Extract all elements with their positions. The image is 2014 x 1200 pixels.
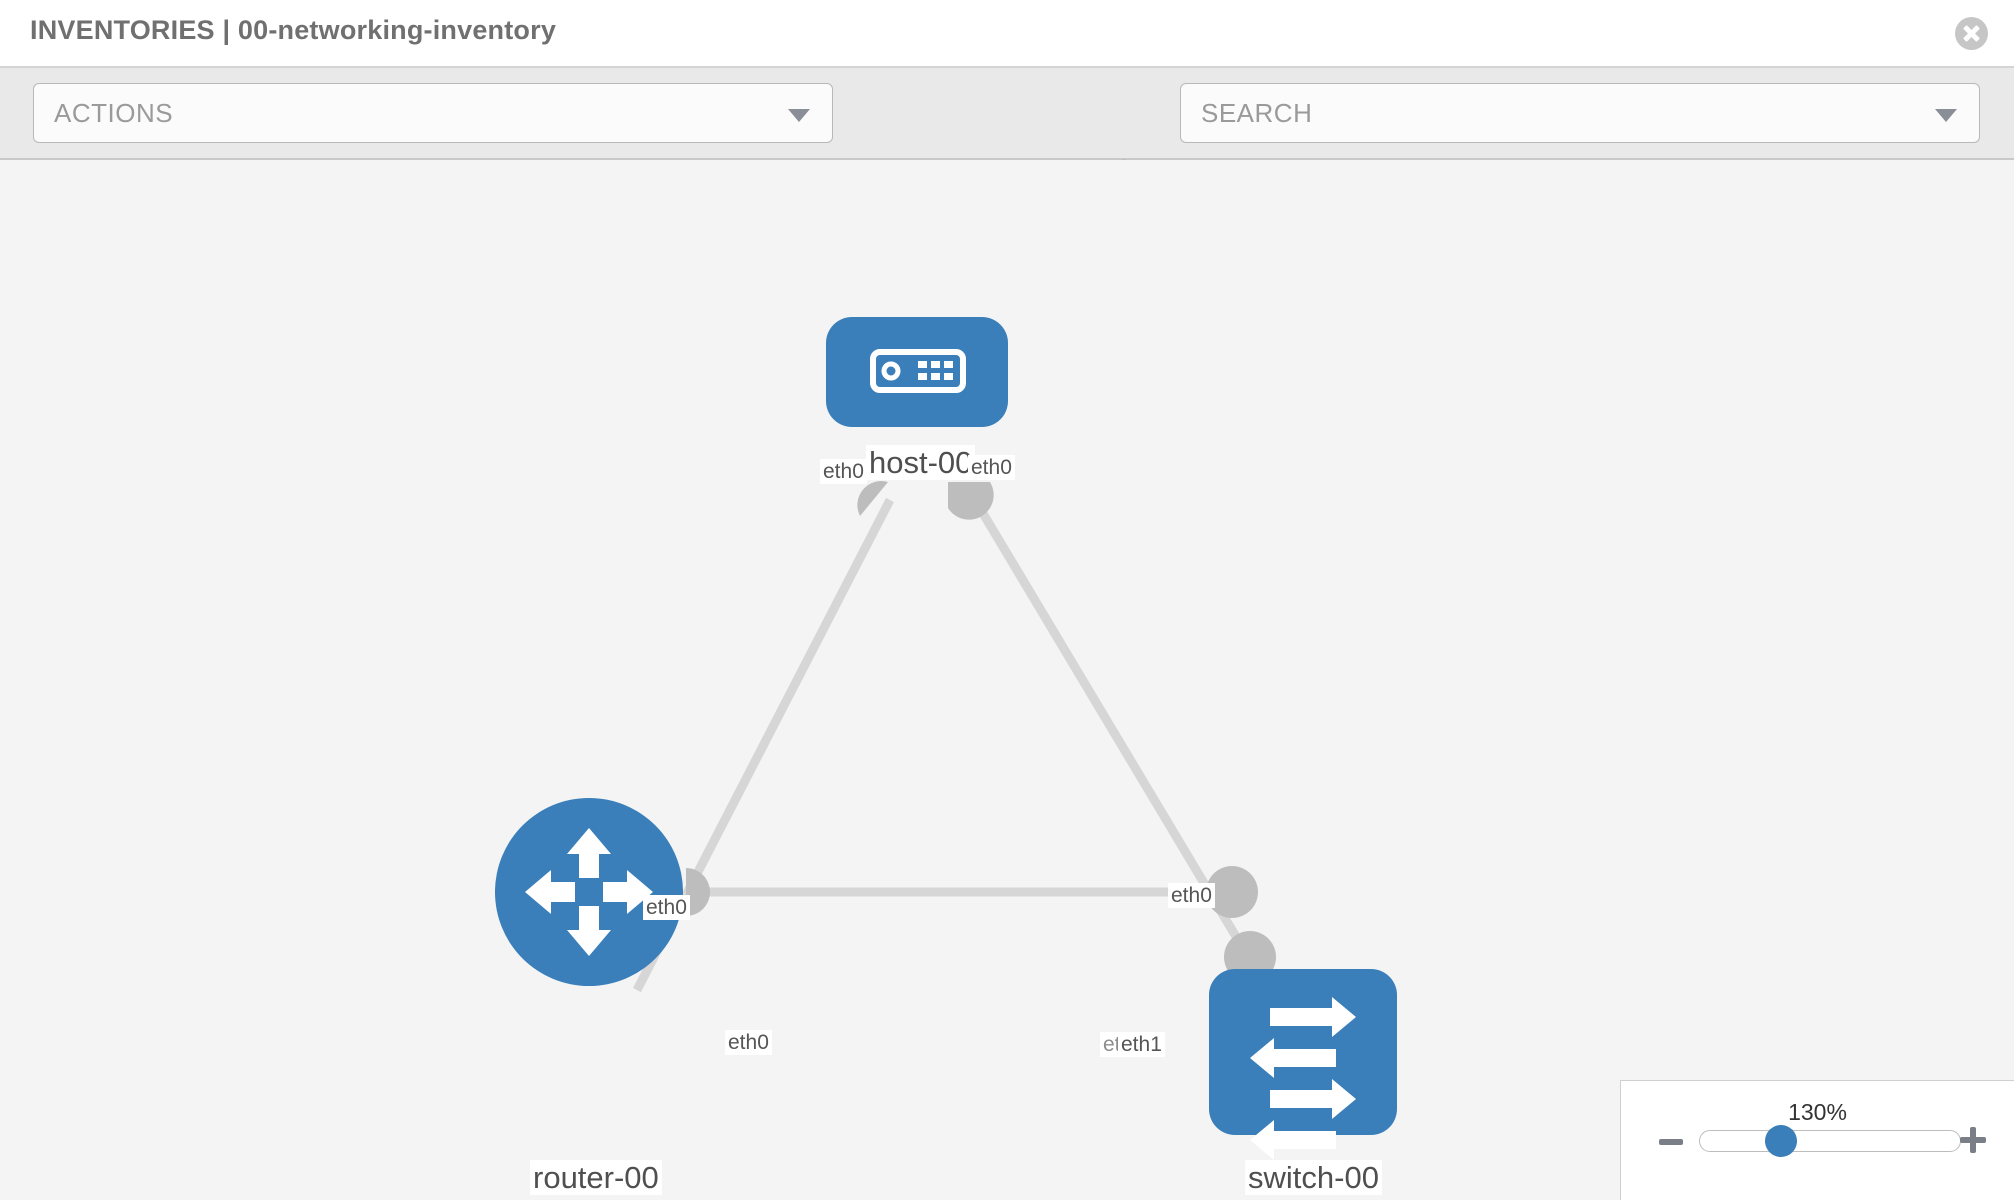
page-title: INVENTORIES | 00-networking-inventory — [30, 15, 557, 45]
topology-links — [633, 497, 1254, 993]
interface-label: eth0 — [725, 1030, 772, 1055]
topology-connectors — [686, 481, 1276, 983]
server-device-icon — [870, 349, 966, 393]
node-label-switch-00: switch-00 — [1245, 1160, 1382, 1195]
chevron-down-icon — [788, 109, 810, 122]
plus-icon-vertical — [1970, 1127, 1976, 1153]
actions-dropdown-label: ACTIONS — [54, 98, 174, 128]
node-label-host-00: host-00 — [866, 445, 976, 480]
actions-dropdown[interactable]: ACTIONS — [33, 83, 833, 143]
router-arrows-icon — [525, 828, 653, 956]
plus-icon[interactable] — [1960, 1127, 1986, 1153]
interface-label: eth0 — [643, 895, 690, 920]
interface-label: eth0 — [968, 455, 1015, 480]
node-router-00[interactable] — [495, 798, 683, 986]
search-placeholder: SEARCH — [1201, 98, 1313, 128]
toolbar: ACTIONS SEARCH — [0, 68, 2014, 198]
topology-graph — [495, 317, 1397, 1160]
close-icon[interactable] — [1955, 17, 1988, 50]
node-switch-00[interactable] — [1209, 969, 1397, 1160]
switch-arrows-icon — [1250, 997, 1356, 1160]
zoom-percent-label: 130% — [1788, 1099, 1847, 1125]
connector-router-right — [686, 868, 710, 916]
connector-switch-left — [1206, 866, 1258, 918]
zoom-slider-track[interactable] — [1699, 1130, 1961, 1152]
node-host-00[interactable] — [826, 317, 1008, 427]
chevron-down-icon — [1935, 109, 1957, 122]
interface-label: eth1 — [1118, 1032, 1165, 1057]
connector-host-right — [948, 482, 994, 520]
node-label-router-00: router-00 — [530, 1160, 662, 1195]
zoom-control-panel: 130% — [1620, 1080, 2014, 1200]
minus-icon[interactable] — [1659, 1139, 1683, 1145]
zoom-slider-handle[interactable] — [1765, 1125, 1797, 1157]
connector-host-left — [857, 481, 888, 516]
interface-label: eth0 — [1168, 883, 1215, 908]
title-bar: INVENTORIES | 00-networking-inventory — [0, 0, 2014, 68]
topology-canvas[interactable]: host-00 router-00 switch-00 eth0 eth0 et… — [0, 160, 2014, 1200]
search-input[interactable]: SEARCH — [1180, 83, 1980, 143]
interface-label: eth0 — [820, 459, 867, 484]
